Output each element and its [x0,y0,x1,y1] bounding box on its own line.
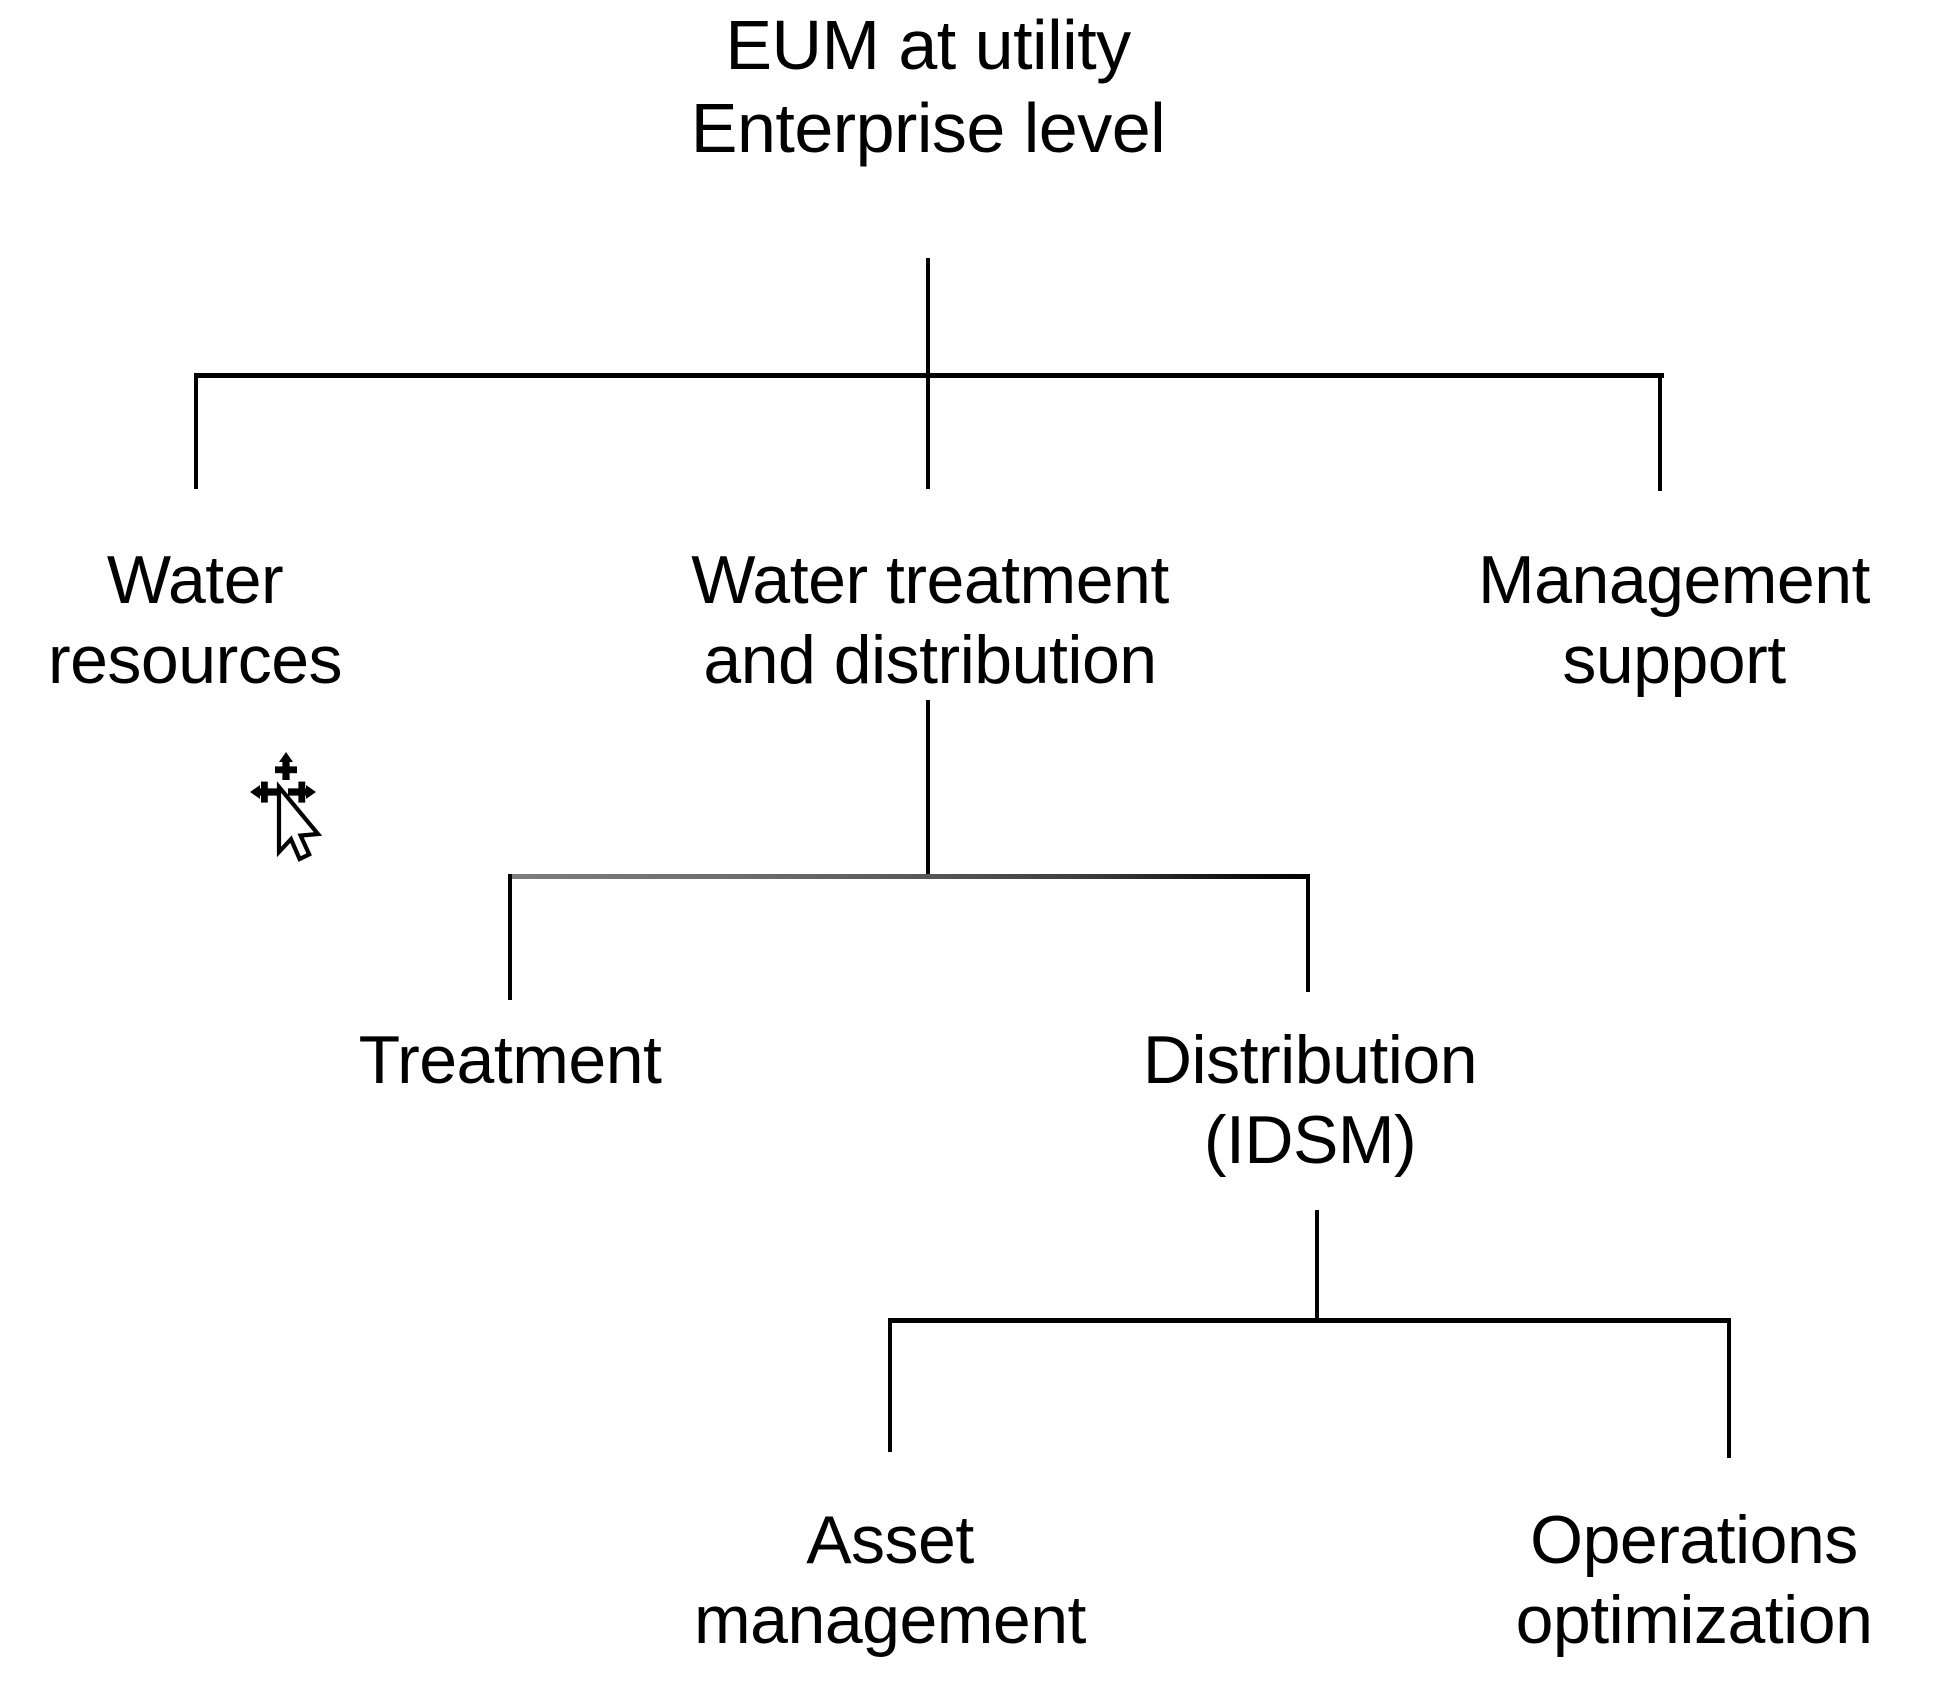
node-root[interactable]: EUM at utility Enterprise level [690,6,1166,167]
node-management-support[interactable]: Management support [1478,542,1870,699]
node-water-treatment-distribution[interactable]: Water treatment and distribution [691,542,1169,699]
edge-water-treatment-stem [926,700,930,878]
node-water-resources[interactable]: Water resources [47,542,343,699]
node-treatment[interactable]: Treatment [358,1022,662,1098]
move-cursor-icon [250,752,342,864]
node-asset-management[interactable]: Asset management [694,1502,1086,1659]
node-distribution[interactable]: Distribution (IDSM) [1142,1022,1478,1179]
edge-to-water-treatment-distribution [926,373,930,489]
edge-to-treatment [508,874,512,1000]
edge-to-operations-optimization [1727,1318,1731,1458]
edge-to-distribution [1306,874,1310,992]
edge-distribution-stem [1315,1210,1319,1322]
edge-level3-bus [888,1318,1731,1323]
edge-to-asset-management [888,1318,892,1452]
edge-level2-bus [508,874,1310,879]
edge-to-water-resources [194,373,198,489]
edge-root-stem [926,258,930,376]
node-operations-optimization[interactable]: Operations optimization [1515,1502,1873,1659]
edge-to-management-support [1658,373,1662,491]
